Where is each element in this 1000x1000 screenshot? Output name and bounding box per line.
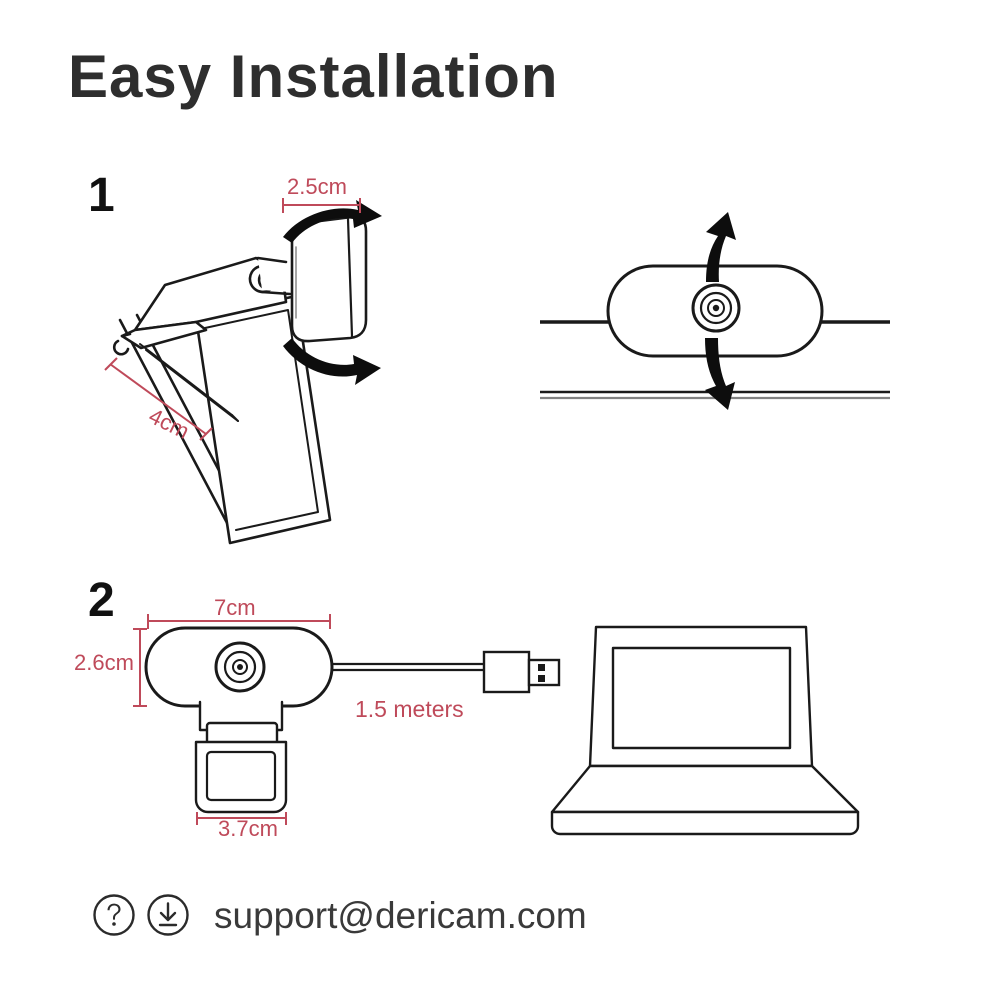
laptop <box>550 625 860 836</box>
rotation-arrows-step1 <box>283 200 382 385</box>
webcam-clip-side-view <box>112 215 368 545</box>
dimension-line-2-6cm <box>133 628 147 707</box>
dimension-label-3-7cm: 3.7cm <box>218 816 278 841</box>
dimension-label-2-6cm: 2.6cm <box>74 650 134 675</box>
page-title: Easy Installation <box>68 43 559 110</box>
usb-connector <box>482 650 561 694</box>
footer: support@dericam.com <box>92 893 587 937</box>
support-email[interactable]: support@dericam.com <box>214 894 587 936</box>
dimension-label-2-5cm: 2.5cm <box>287 174 347 199</box>
download-circle-icon <box>147 894 189 936</box>
dimension-line-2-5cm <box>282 198 361 213</box>
tilt-arrows-step1 <box>705 212 736 410</box>
step-number-2: 2 <box>88 574 115 627</box>
webcam-front-view-on-monitor <box>540 264 890 400</box>
dimension-label-7cm: 7cm <box>214 595 256 620</box>
dimension-label-4cm: 4cm <box>144 403 194 444</box>
step-number-1: 1 <box>88 169 115 222</box>
question-mark-circle-icon <box>93 894 135 936</box>
dimension-label-cable-length: 1.5 meters <box>355 696 464 722</box>
